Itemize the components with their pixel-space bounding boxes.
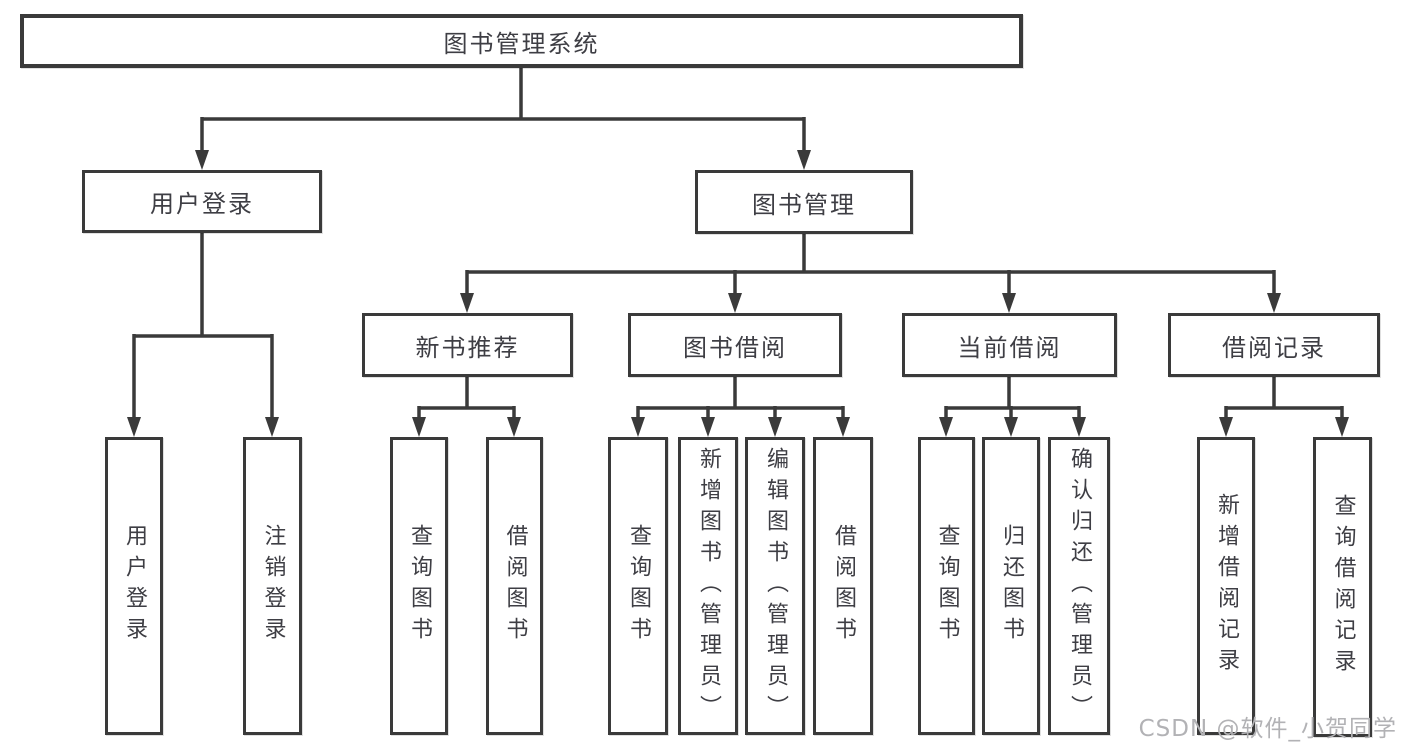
- node-return-books: 归还图书: [982, 437, 1040, 735]
- node-query-books: 查询图书: [608, 437, 668, 735]
- node-query-borrow-record: 查询借阅记录: [1313, 437, 1372, 737]
- node-user-login-action: 用户登录: [105, 437, 163, 735]
- node-add-books-admin: 新增图书（管理员）: [678, 437, 738, 735]
- node-borrow-books: 借阅图书: [486, 437, 543, 735]
- node-library-management-system: 图书管理系统: [20, 14, 1023, 68]
- node-query-books: 查询图书: [918, 437, 975, 735]
- node-current-borrowing: 当前借阅: [902, 313, 1117, 377]
- node-book-management: 图书管理: [695, 170, 913, 234]
- node-edit-books-admin: 编辑图书（管理员）: [745, 437, 805, 735]
- node-borrowing-records: 借阅记录: [1168, 313, 1380, 377]
- node-query-books: 查询图书: [390, 437, 448, 735]
- node-new-book-recommend: 新书推荐: [362, 313, 573, 377]
- node-confirm-return-admin: 确认归还（管理员）: [1048, 437, 1110, 735]
- node-borrow-books: 借阅图书: [813, 437, 873, 735]
- csdn-watermark: CSDN @软件_小贺同学: [1138, 716, 1397, 742]
- node-user-login: 用户登录: [82, 170, 322, 233]
- node-logout-action: 注销登录: [243, 437, 302, 735]
- node-add-borrow-record: 新增借阅记录: [1197, 437, 1255, 735]
- node-book-borrowing: 图书借阅: [628, 313, 842, 377]
